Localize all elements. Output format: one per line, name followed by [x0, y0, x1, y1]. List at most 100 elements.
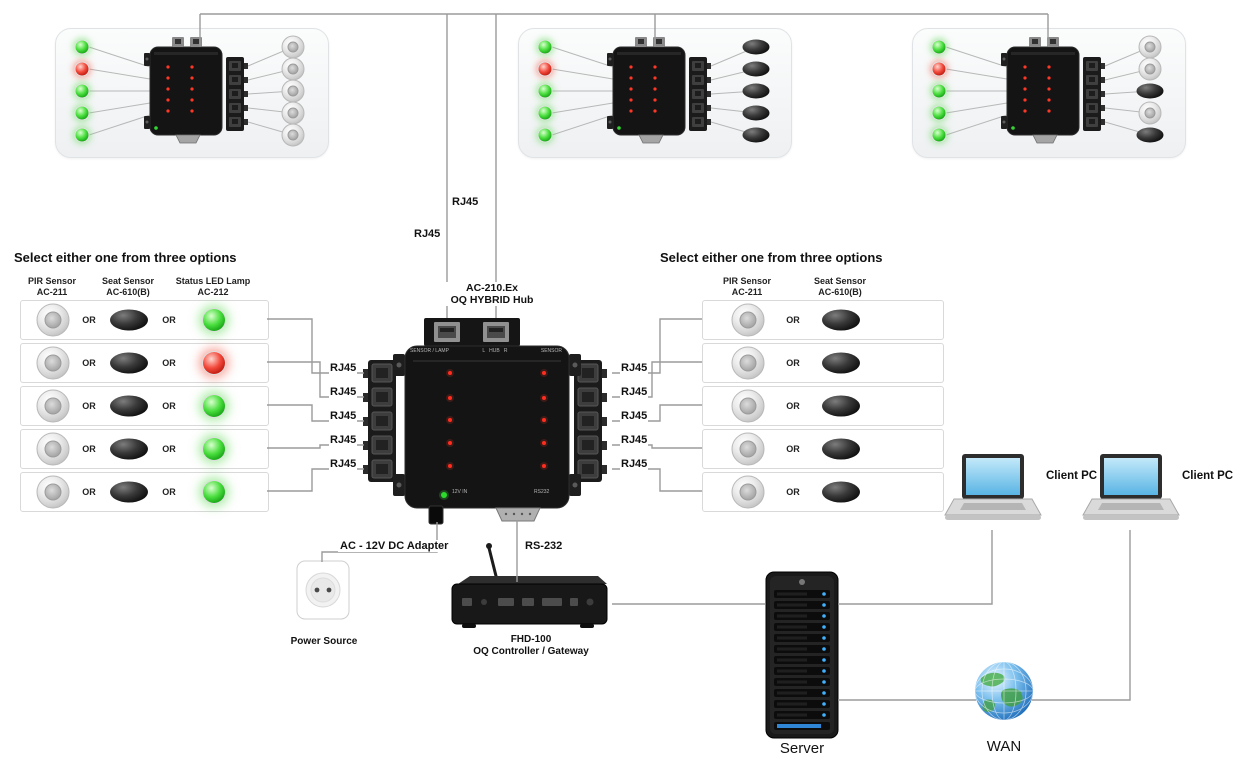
oq-hybrid-hub-device — [363, 318, 607, 525]
or-label: OR — [82, 487, 96, 497]
or-label: OR — [162, 401, 176, 411]
panel-sensor — [742, 61, 770, 77]
or-label: OR — [82, 358, 96, 368]
pir-sensor — [36, 303, 70, 337]
left-option-row-1: OR OR — [20, 300, 269, 340]
hub-module-panel-1 — [55, 28, 329, 158]
pir-sensor — [731, 432, 765, 466]
status-led-lamp — [203, 352, 225, 374]
panel-sensor — [281, 101, 305, 125]
rs232-label: RS-232 — [523, 540, 565, 552]
status-led — [932, 84, 946, 98]
right-option-row-2: OR — [702, 343, 944, 383]
seat-sensor — [110, 352, 148, 374]
seat-sensor — [110, 395, 148, 417]
status-led — [932, 40, 946, 54]
right-option-row-5: OR — [702, 472, 944, 512]
panel-sensor — [281, 35, 305, 59]
panel-sensor — [281, 57, 305, 81]
or-label: OR — [786, 315, 800, 325]
or-label: OR — [786, 444, 800, 454]
or-label: OR — [786, 401, 800, 411]
left-option-row-4: OR OR — [20, 429, 269, 469]
right-options-title: Select either one from three options — [660, 250, 883, 265]
status-led-lamp — [203, 309, 225, 331]
rj45-label: RJ45 — [413, 228, 442, 240]
or-label: OR — [786, 358, 800, 368]
or-label: OR — [162, 487, 176, 497]
seat-sensor — [110, 481, 148, 503]
clientpc1-wire — [838, 530, 993, 605]
status-led-lamp — [203, 395, 225, 417]
left-option-row-2: OR OR — [20, 343, 269, 383]
or-label: OR — [162, 444, 176, 454]
pir-sensor — [36, 389, 70, 423]
panel-sensor — [1138, 101, 1162, 125]
client-pc-2-label: Client PC — [1182, 470, 1234, 482]
rj45-label: RJ45 — [620, 386, 649, 398]
panel-sensor — [281, 79, 305, 103]
status-led — [932, 128, 946, 142]
status-led — [75, 128, 89, 142]
seat-sensor — [822, 352, 860, 374]
panel-sensor — [1136, 83, 1164, 99]
or-label: OR — [82, 315, 96, 325]
rj45-label: RJ45 — [620, 458, 649, 470]
client-pc-1 — [944, 454, 1042, 520]
rj45-label: RJ45 — [329, 362, 358, 374]
rj45-label: RJ45 — [329, 410, 358, 422]
panel-sensor — [281, 123, 305, 147]
wan-label: WAN — [986, 738, 1022, 755]
client-pc-2 — [1082, 454, 1180, 520]
left-options-title: Select either one from three options — [14, 250, 237, 265]
or-label: OR — [162, 358, 176, 368]
rj45-label: RJ45 — [620, 410, 649, 422]
or-label: OR — [786, 487, 800, 497]
rj45-label: RJ45 — [620, 362, 649, 374]
status-led — [75, 62, 89, 76]
fhd-100-controller — [451, 543, 608, 628]
seat-sensor — [822, 481, 860, 503]
panel-sensor — [742, 127, 770, 143]
seat-sensor — [110, 438, 148, 460]
pir-sensor — [731, 389, 765, 423]
seat-sensor — [110, 309, 148, 331]
power-outlet — [296, 560, 350, 620]
clientpc2-wire — [1032, 530, 1131, 701]
status-led — [75, 106, 89, 120]
or-label: OR — [82, 401, 96, 411]
status-led — [75, 40, 89, 54]
status-led — [538, 62, 552, 76]
status-led — [538, 84, 552, 98]
pir-sensor — [731, 475, 765, 509]
panel-sensor — [742, 105, 770, 121]
rj45-label: RJ45 — [620, 434, 649, 446]
status-led-lamp — [203, 481, 225, 503]
client-pc-1-label: Client PC — [1046, 470, 1098, 482]
panel-sensor — [1138, 57, 1162, 81]
seat-sensor — [822, 309, 860, 331]
pir-sensor — [36, 432, 70, 466]
or-label: OR — [82, 444, 96, 454]
server-label: Server — [779, 740, 825, 757]
wan-globe — [975, 662, 1033, 720]
right-option-row-3: OR — [702, 386, 944, 426]
status-led — [538, 40, 552, 54]
pir-sensor — [36, 346, 70, 380]
seat-sensor — [822, 395, 860, 417]
left-option-row-5: OR OR — [20, 472, 269, 512]
status-led — [932, 62, 946, 76]
pir-sensor — [731, 303, 765, 337]
hub-12v-label: 12V IN — [452, 489, 468, 495]
panel-sensor — [742, 83, 770, 99]
status-led — [932, 106, 946, 120]
server-tower — [765, 571, 839, 739]
pir-sensor — [731, 346, 765, 380]
